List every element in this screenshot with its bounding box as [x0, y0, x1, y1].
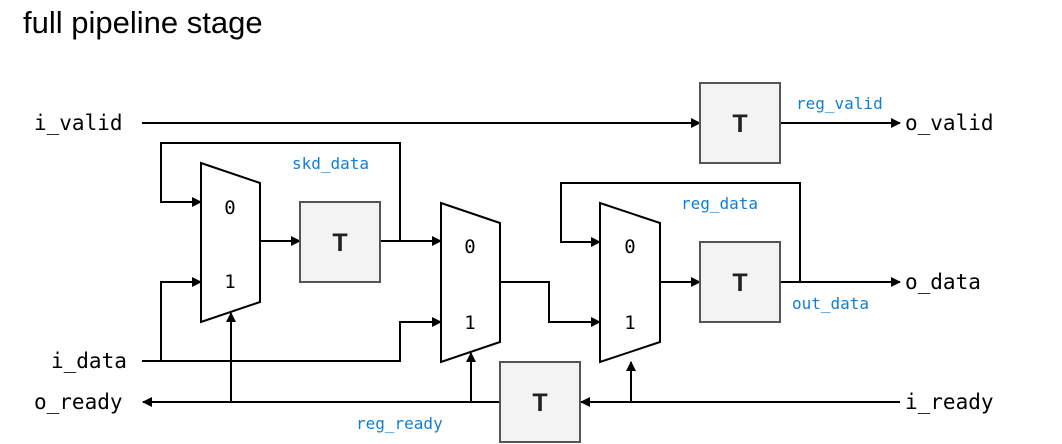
mux-input-select: 0 1	[440, 201, 501, 364]
port-i-valid: i_valid	[34, 111, 123, 135]
register-data-box	[699, 241, 781, 323]
mux-output-hold-body	[599, 201, 661, 364]
mux-skid-input-1-label: 1	[224, 271, 235, 293]
diagram-title: full pipeline stage	[23, 5, 263, 40]
port-i-ready: i_ready	[905, 390, 994, 414]
mux-input-select-input-1-label: 1	[464, 312, 475, 334]
register-skid-label: T	[332, 229, 347, 257]
register-valid-label: T	[732, 110, 747, 138]
register-data-label: T	[732, 269, 747, 297]
register-ready-box	[499, 361, 581, 443]
signal-reg-data: reg_data	[681, 194, 758, 213]
mux-output-hold-input-0-label: 0	[624, 236, 635, 258]
port-o-data: o_data	[905, 270, 981, 294]
wire-i-data-mux1	[142, 277, 202, 362]
port-i-data: i_data	[51, 349, 127, 373]
signal-skd-data: skd_data	[292, 154, 369, 173]
mux-output-hold: 0 1	[599, 201, 661, 364]
register-ready-label: T	[532, 389, 547, 417]
mux-input-select-body	[440, 201, 501, 364]
wire-skd-feedback	[160, 142, 401, 241]
signal-out-data: out_data	[792, 294, 869, 313]
signal-labels: reg_valid skd_data reg_data out_data reg…	[292, 94, 883, 433]
port-labels: i_valid o_valid i_data o_data o_ready i_…	[34, 111, 994, 414]
signal-reg-valid: reg_valid	[796, 94, 883, 113]
signal-reg-ready: reg_ready	[356, 414, 443, 433]
mux-input-select-input-0-label: 0	[464, 236, 475, 258]
register-skid: T	[299, 201, 381, 283]
mux-skid-input-0-label: 0	[224, 197, 235, 219]
wire-reg-data-feedback	[560, 182, 801, 282]
register-skid-box	[299, 201, 381, 283]
port-o-ready: o_ready	[34, 390, 123, 414]
register-valid: T	[699, 82, 781, 164]
mux-output-hold-input-1-label: 1	[624, 312, 635, 334]
wire-i-data-mux2	[161, 317, 442, 362]
register-ready: T	[499, 361, 581, 443]
register-data: T	[699, 241, 781, 323]
wires	[142, 118, 901, 407]
port-o-valid: o_valid	[905, 111, 994, 135]
wire-mux2-out	[500, 281, 601, 327]
register-valid-box	[699, 82, 781, 164]
mux-skid: 0 1	[200, 161, 261, 324]
mux-skid-body	[200, 161, 261, 324]
